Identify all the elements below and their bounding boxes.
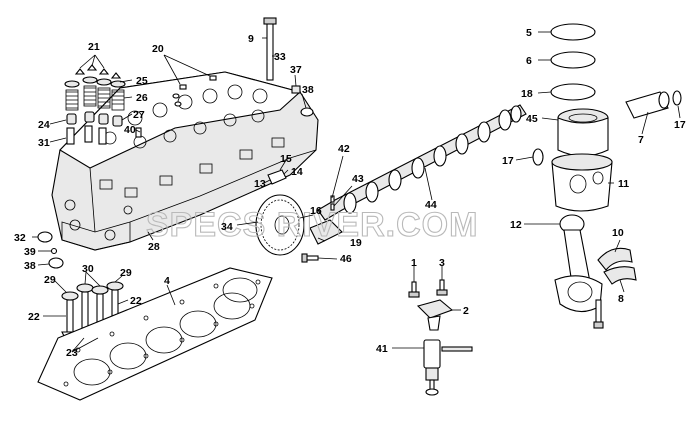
callout-10: 10 — [612, 227, 624, 239]
leader-lines — [32, 31, 681, 353]
callout-32: 32 — [14, 232, 26, 244]
callout-labels: 21 20 9 33 37 38 25 26 27 40 24 31 15 14… — [14, 27, 686, 359]
callout-11: 11 — [618, 178, 629, 190]
callout-13: 13 — [254, 178, 266, 190]
callout-29-right: 29 — [120, 267, 132, 279]
callout-44: 44 — [425, 199, 437, 211]
callout-29-left: 29 — [44, 274, 56, 286]
callout-25: 25 — [136, 75, 148, 87]
callout-37: 37 — [290, 64, 302, 76]
callout-4: 4 — [164, 275, 170, 287]
callout-31: 31 — [38, 137, 50, 149]
injector-assembly — [408, 279, 473, 396]
callout-26: 26 — [136, 92, 148, 104]
callout-40: 40 — [124, 124, 136, 136]
callout-27: 27 — [133, 109, 145, 121]
callout-7: 7 — [638, 134, 644, 146]
watermark-text: SPECS RIVER.COM — [146, 206, 478, 244]
piston-assembly — [532, 23, 682, 329]
callout-17-right: 17 — [674, 119, 686, 131]
callout-43: 43 — [352, 173, 364, 185]
callout-21: 21 — [88, 41, 100, 53]
callout-30: 30 — [82, 263, 94, 275]
callout-28: 28 — [148, 241, 160, 253]
head-gasket — [37, 267, 273, 401]
callout-45: 45 — [526, 113, 538, 125]
callout-41: 41 — [376, 343, 388, 355]
callout-38-lower: 38 — [24, 260, 36, 272]
callout-9: 9 — [248, 33, 254, 45]
callout-5: 5 — [526, 27, 532, 39]
callout-16: 16 — [310, 205, 322, 217]
callout-24: 24 — [38, 119, 50, 131]
callout-33: 33 — [274, 51, 286, 63]
callout-42: 42 — [338, 143, 350, 155]
camshaft-gear — [255, 194, 343, 263]
camshaft — [317, 104, 527, 221]
callout-12: 12 — [510, 219, 522, 231]
callout-38: 38 — [302, 84, 314, 96]
callout-1: 1 — [411, 257, 417, 269]
callout-8: 8 — [618, 293, 624, 305]
callout-19: 19 — [350, 237, 362, 249]
callout-17: 17 — [502, 155, 514, 167]
callout-18: 18 — [521, 88, 533, 100]
callout-6: 6 — [526, 55, 532, 67]
callout-3: 3 — [439, 257, 445, 269]
callout-22-left: 22 — [28, 311, 40, 323]
callout-14: 14 — [291, 166, 303, 178]
callout-39: 39 — [24, 246, 36, 258]
callout-20: 20 — [152, 43, 164, 55]
callout-2: 2 — [463, 305, 469, 317]
callout-46: 46 — [340, 253, 352, 265]
callout-15: 15 — [280, 153, 292, 165]
callout-22-right: 22 — [130, 295, 142, 307]
callout-23: 23 — [66, 347, 78, 359]
callout-34: 34 — [221, 221, 233, 233]
